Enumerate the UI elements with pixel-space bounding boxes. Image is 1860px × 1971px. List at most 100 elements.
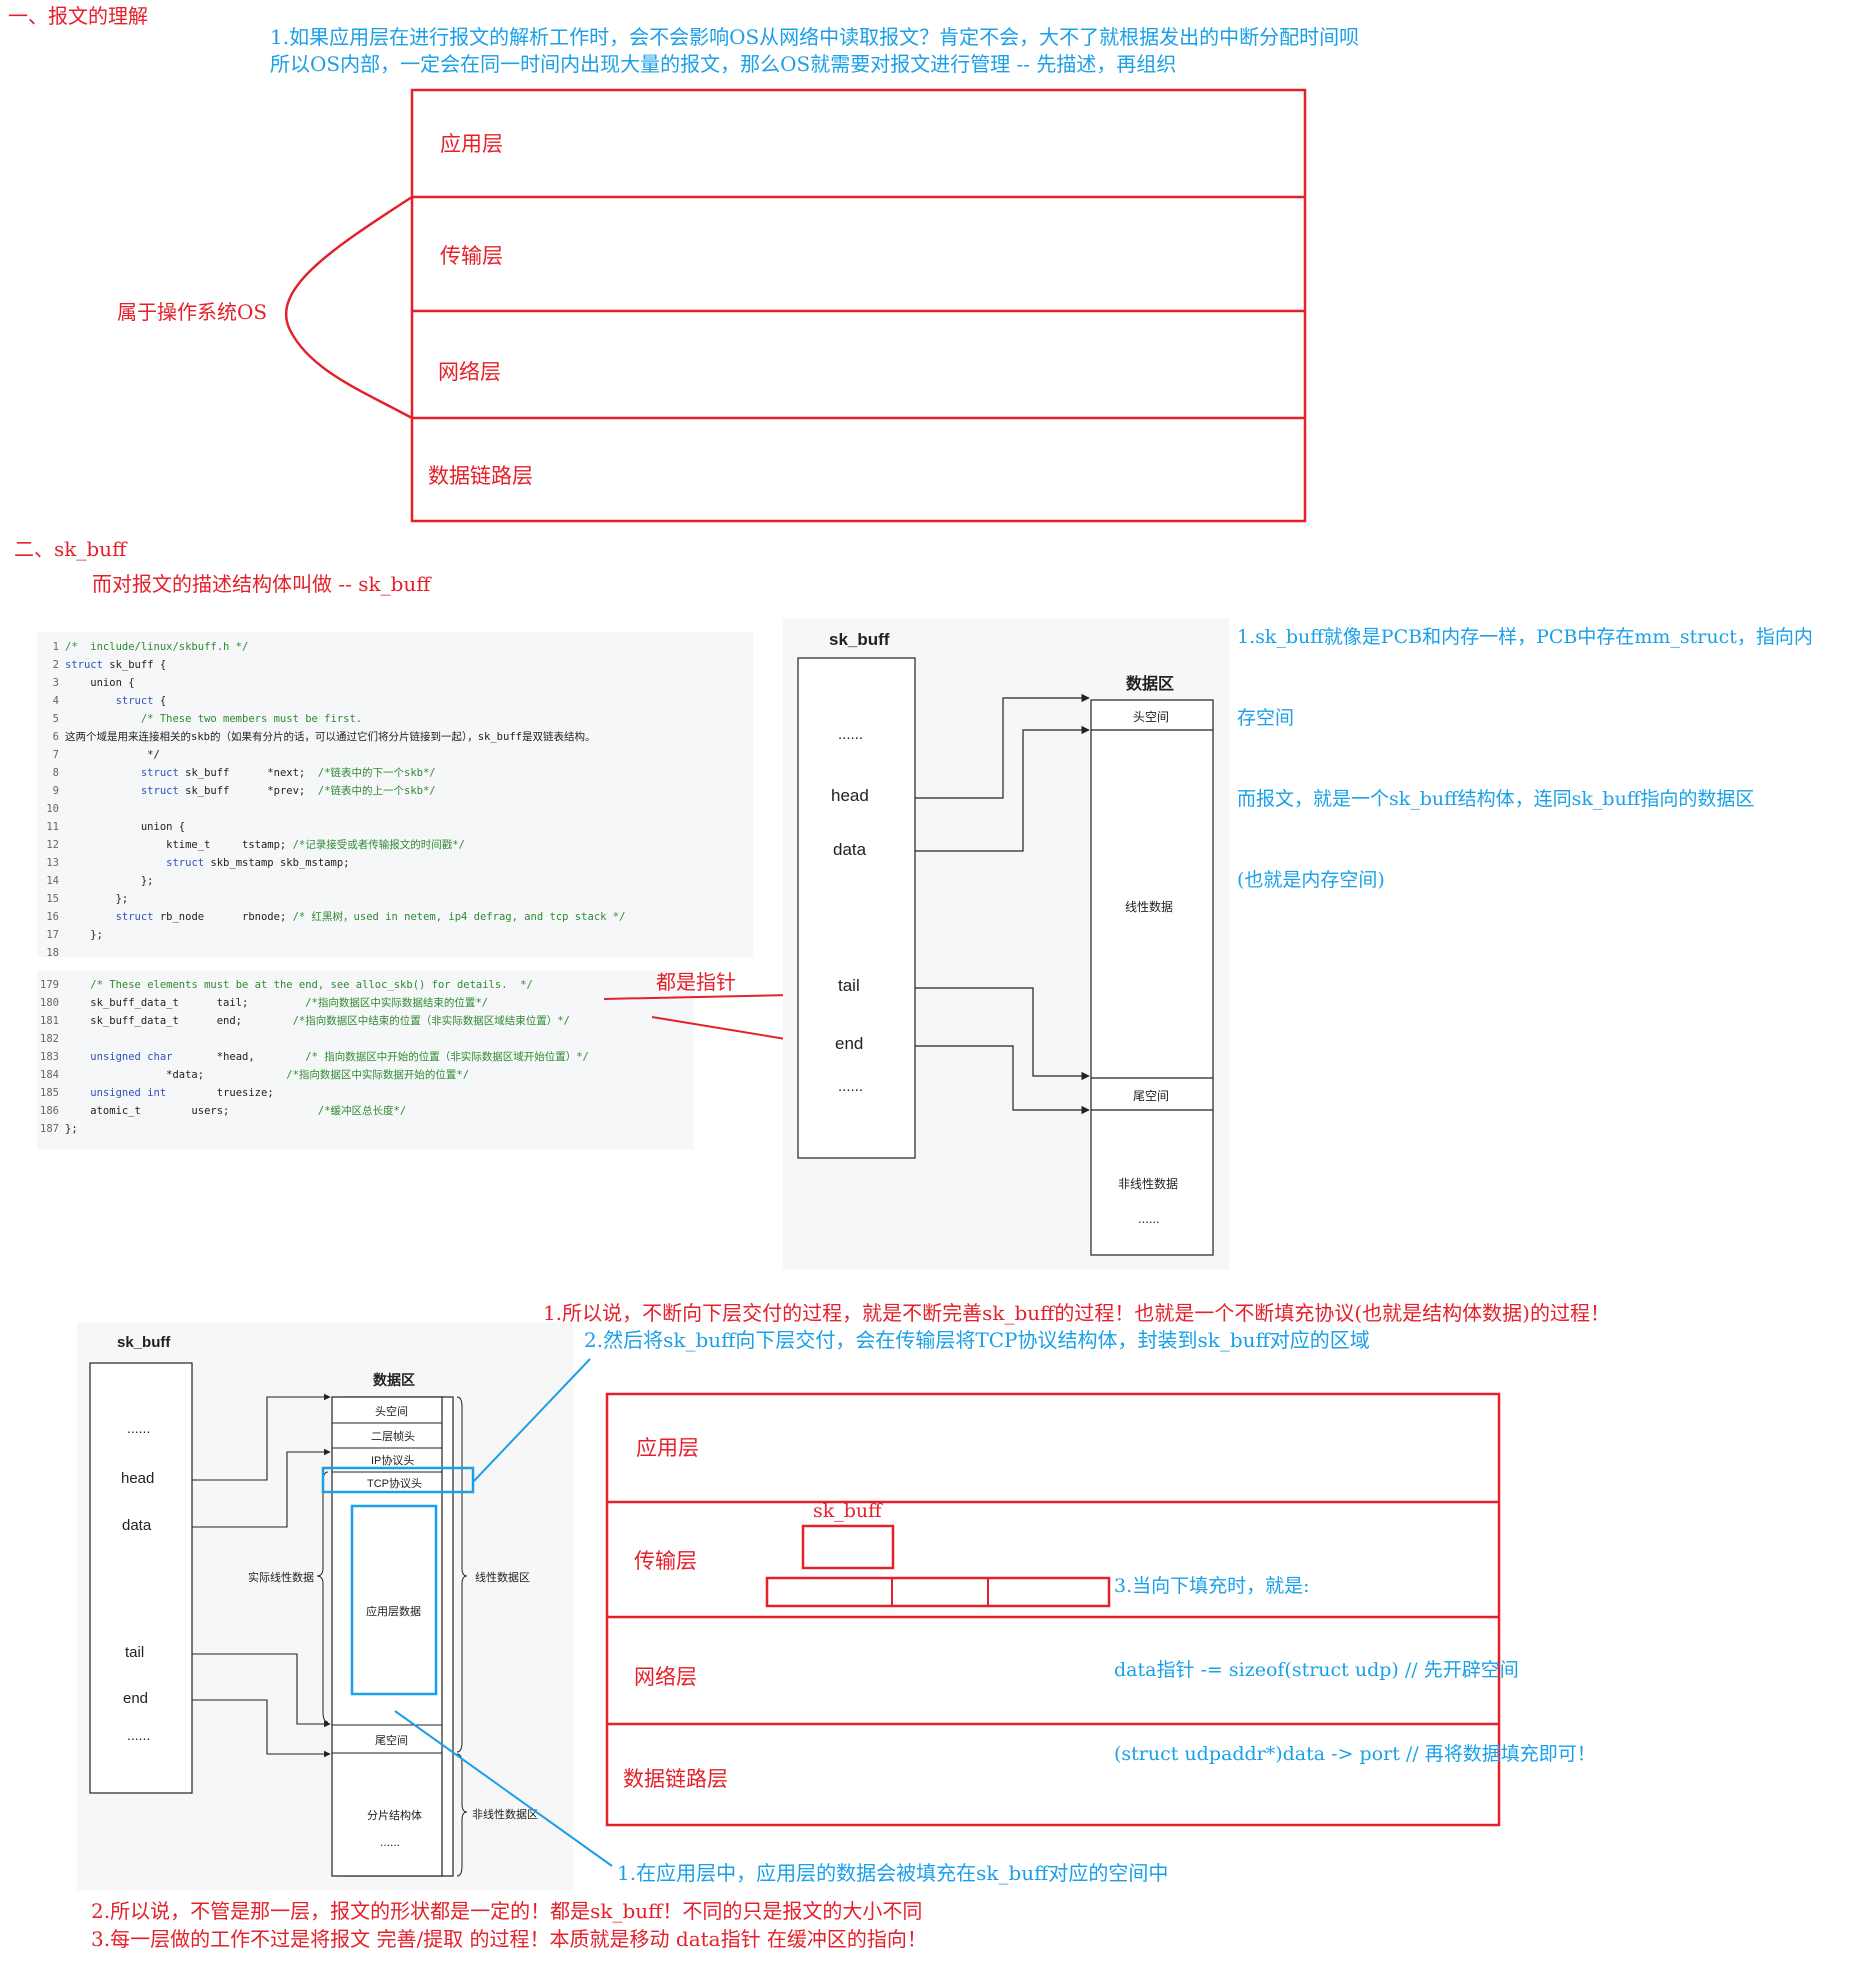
section1-note-line1: 1.如果应用层在进行报文的解析工作时，会不会影响OS从网络中读取报文？肯定不会，… xyxy=(270,25,1360,49)
tcp-header-connector xyxy=(472,1358,591,1483)
code-line-number: 2 xyxy=(52,659,59,671)
end-pointer-arrow xyxy=(915,1045,1090,1115)
code-line-number: 4 xyxy=(52,695,59,707)
d2-skb-title: sk_buff xyxy=(117,1334,171,1351)
code-line-number: 14 xyxy=(46,875,59,887)
code-line: 15 }; xyxy=(37,890,128,908)
code-line: 18 xyxy=(37,944,65,962)
code-line-number: 185 xyxy=(40,1087,59,1099)
d2-brace-linear-area: 线性数据区 xyxy=(475,1572,530,1584)
tcp-header-highlight xyxy=(321,1466,475,1494)
summary-note-2: 2.所以说，不管是那一层，报文的形状都是一定的！都是sk_buff！不同的只是报… xyxy=(91,1899,923,1923)
d2-tail-arrow xyxy=(192,1653,331,1728)
code-line-text: */ xyxy=(65,749,160,761)
skb-buffer-strip xyxy=(765,1576,1111,1608)
code-block-skbuff-pointers: 179 /* These elements must be at the end… xyxy=(37,970,694,1150)
section2-subtitle: 而对报文的描述结构体叫做 -- sk_buff xyxy=(92,572,431,596)
code-line-number: 6 xyxy=(52,731,59,743)
code-line-text: sk_buff_data_t end; /*指向数据区中结束的位置（非实际数据区… xyxy=(65,1015,570,1027)
d1-skb-title: sk_buff xyxy=(829,630,890,649)
code-line-text: ktime_t tstamp; /*记录接受或者传输报文的时间戳*/ xyxy=(65,839,465,851)
layer-network: 网络层 xyxy=(438,360,501,384)
code-line: 4 struct { xyxy=(37,692,167,710)
head-pointer-arrow xyxy=(915,693,1090,799)
tail-pointer-arrow xyxy=(915,987,1090,1081)
layer-box-outline xyxy=(410,88,1307,523)
code-line-number: 180 xyxy=(40,997,59,1009)
code-line-text: }; xyxy=(65,893,129,905)
code-line-number: 16 xyxy=(46,911,59,923)
d2-region-ellipsis: ...... xyxy=(380,1835,401,1849)
code-line-text: unsigned int truesize; xyxy=(90,1087,274,1099)
code-line: 17 }; xyxy=(37,926,103,944)
skb-struct-box xyxy=(797,657,916,1159)
d1-field-end: end xyxy=(835,1034,864,1053)
fill-note-line1: 3.当向下填充时，就是: xyxy=(1114,1575,1310,1597)
code-line-number: 17 xyxy=(46,929,59,941)
d2-region-l2-header: 二层帧头 xyxy=(371,1431,415,1443)
d1-region-tailroom: 尾空间 xyxy=(1133,1089,1170,1103)
code-line: 182 xyxy=(37,1030,65,1048)
code-line: 180 sk_buff_data_t tail; /*指向数据区中实际数据结束的… xyxy=(37,994,488,1012)
layer-application: 应用层 xyxy=(440,132,503,156)
analogy-line4: (也就是内存空间) xyxy=(1237,869,1385,891)
code-line-number: 8 xyxy=(52,767,59,779)
code-line-number: 10 xyxy=(46,803,59,815)
app-layer-fill-note: 1.在应用层中，应用层的数据会被填充在sk_buff对应的空间中 xyxy=(617,1861,1169,1885)
d2-brace-nonlinear-area: 非线性数据区 xyxy=(472,1809,538,1821)
code-line-number: 5 xyxy=(52,713,59,725)
d1-region-headroom: 头空间 xyxy=(1133,710,1170,724)
code-line-text: /* These elements must be at the end, se… xyxy=(90,979,533,991)
code-line-number: 182 xyxy=(40,1033,59,1045)
d2-field-end: end xyxy=(123,1690,149,1707)
code-line-text: }; xyxy=(65,1123,78,1135)
code-line-number: 187 xyxy=(40,1123,59,1135)
d2-field-data: data xyxy=(122,1517,152,1534)
code-line: 9 struct sk_buff *prev; /*链表中的上一个skb*/ xyxy=(37,782,436,800)
os-bracket-curve xyxy=(284,195,413,420)
code-line-text: struct sk_buff { xyxy=(65,659,167,671)
d2-region-app-data: 应用层数据 xyxy=(366,1606,421,1618)
skb-mini-box xyxy=(801,1524,895,1570)
section1-title: 一、报文的理解 xyxy=(8,4,148,28)
code-line-number: 1 xyxy=(52,641,59,653)
sk-buff-diagram: sk_buff ...... head data tail end ......… xyxy=(783,618,1229,1270)
code-line-number: 18 xyxy=(46,947,59,959)
layer2-transport: 传输层 xyxy=(634,1549,697,1573)
d1-field-tail: tail xyxy=(838,976,860,995)
code-line-number: 7 xyxy=(52,749,59,761)
code-line-text: struct sk_buff *next; /*链表中的下一个skb*/ xyxy=(140,767,436,779)
code-line: 8 struct sk_buff *next; /*链表中的下一个skb*/ xyxy=(37,764,436,782)
d2-region-headroom: 头空间 xyxy=(375,1406,408,1418)
code-line: 5 /* These two members must be first. xyxy=(37,710,362,728)
code-line: 185 unsigned int truesize; xyxy=(37,1084,274,1102)
code-line: 187}; xyxy=(37,1120,78,1138)
code-block-skbuff-header: 1/* include/linux/skbuff.h */ 2 struct sk_… xyxy=(37,632,753,959)
code-line-text: struct rb_node rbnode; /* 红黑树，used in ne… xyxy=(115,911,626,923)
sk-buff-encapsulation-diagram: sk_buff ...... head data tail end ......… xyxy=(77,1322,573,1890)
fill-downward-note: 3.当向下填充时，就是: data指针 -= sizeof(struct udp… xyxy=(1114,1516,1596,1796)
data-area-box xyxy=(1090,699,1214,1256)
d1-field-ellipsis-top: ...... xyxy=(838,726,864,743)
code-line: 16 struct rb_node rbnode; /* 红黑树，used in… xyxy=(37,908,625,926)
d2-brace-actual-linear: 实际线性数据 xyxy=(248,1572,314,1584)
layer-transport: 传输层 xyxy=(440,244,503,268)
code-line-text: atomic_t users; /*缓冲区总长度*/ xyxy=(65,1105,407,1117)
code-line: 14 }; xyxy=(37,872,153,890)
code-line: 12 ktime_t tstamp; /*记录接受或者传输报文的时间戳*/ xyxy=(37,836,465,854)
d1-field-data: data xyxy=(833,840,867,859)
d1-region-linear: 线性数据 xyxy=(1125,900,1174,914)
code-line: 184 *data; /*指向数据区中实际数据开始的位置*/ xyxy=(37,1066,469,1084)
code-line: 1/* include/linux/skbuff.h */ xyxy=(37,638,249,656)
d2-field-ellipsis-bottom: ...... xyxy=(127,1727,151,1743)
sk-buff-diagram-svg xyxy=(797,657,1214,1256)
encapsulate-note: 2.然后将sk_buff向下层交付，会在传输层将TCP协议结构体，封装到sk_b… xyxy=(584,1328,1370,1352)
code-line: 13 struct skb_mstamp skb_mstamp; xyxy=(37,854,350,872)
analogy-line1: 1.sk_buff就像是PCB和内存一样，PCB中存在mm_struct，指向内 xyxy=(1237,626,1813,648)
code-line-text: struct skb_mstamp skb_mstamp; xyxy=(166,857,350,869)
d1-region-nonlinear: 非线性数据 xyxy=(1118,1177,1179,1191)
code-line-number: 11 xyxy=(46,821,59,833)
d2-right-brace-linear xyxy=(456,1396,468,1753)
analogy-line2: 存空间 xyxy=(1237,707,1295,729)
